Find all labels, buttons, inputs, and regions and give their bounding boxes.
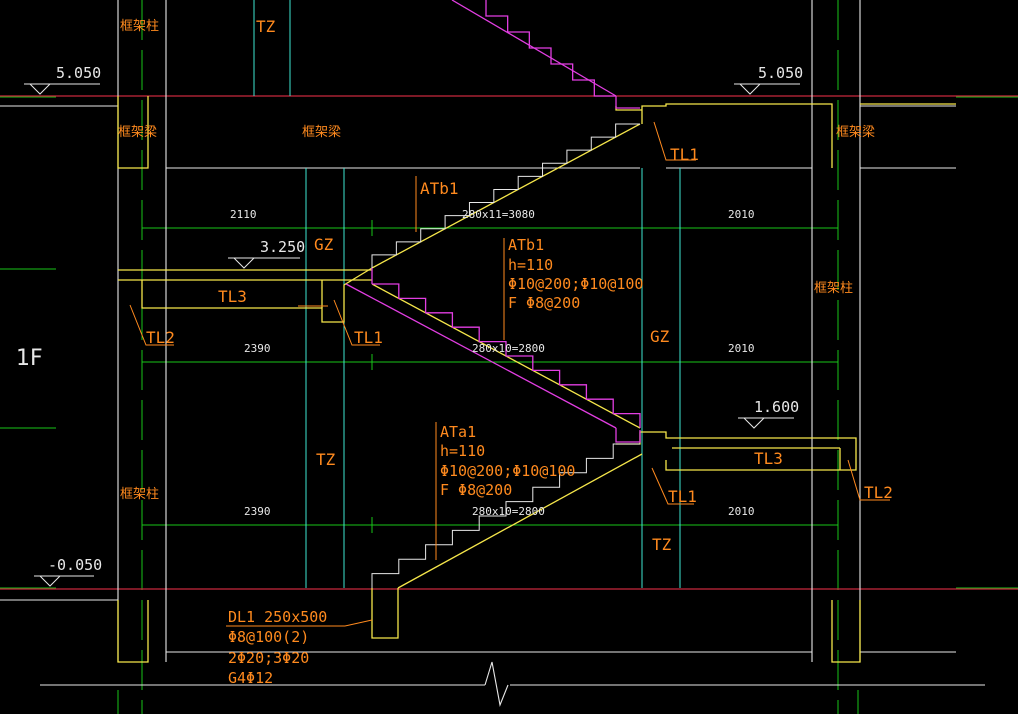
dl1-line-2: Φ8@100(2) — [228, 628, 309, 646]
elevation-landing-mid: 3.250 — [260, 238, 305, 256]
leader-lines — [129, 121, 890, 627]
dim-middle-right: 2010 — [728, 342, 755, 355]
label-atb1-tag: ATb1 — [420, 179, 459, 198]
dim-lower-right: 2010 — [728, 505, 755, 518]
floor-label: 1F — [16, 346, 43, 371]
dim-upper-right: 2010 — [728, 208, 755, 221]
label-tl2-right: TL2 — [864, 483, 893, 502]
label-kz-left-low: 框架柱 — [120, 487, 159, 502]
dl1-line-4: G4Φ12 — [228, 669, 273, 687]
dl1-line-1: DL1 250x500 — [228, 608, 327, 626]
label-tz-low: TZ — [652, 535, 672, 554]
ata1-note: ATa1 h=110 Φ10@200;Φ10@100 F Φ8@200 — [440, 423, 575, 499]
dim-middle-mid: 280x10=2800 — [472, 342, 545, 355]
yellow-members — [117, 96, 956, 663]
cyan-posts — [253, 0, 681, 588]
atb1-line-2: h=110 — [508, 256, 553, 274]
label-tz-mid: TZ — [316, 450, 336, 469]
label-tl3-left: TL3 — [218, 287, 247, 306]
atb1-line-3: Φ10@200;Φ10@100 — [508, 275, 643, 293]
elevation-landing-low: 1.600 — [754, 398, 799, 416]
ata1-line-2: h=110 — [440, 442, 485, 460]
label-kz-right: 框架柱 — [814, 281, 853, 296]
elevation-base: -0.050 — [48, 556, 102, 574]
atb1-line-4: F Φ8@200 — [508, 294, 580, 312]
atb1-line-1: ATb1 — [508, 236, 544, 254]
label-kl-center: 框架梁 — [302, 125, 341, 140]
elevation-top-left: 5.050 — [56, 64, 101, 82]
dim-upper-mid: 280x11=3080 — [462, 208, 535, 221]
ata1-line-1: ATa1 — [440, 423, 476, 441]
dim-lower-left: 2390 — [244, 505, 271, 518]
label-kl-left: 框架梁 — [118, 125, 157, 140]
elevation-markers — [24, 83, 800, 587]
dl1-note: DL1 250x500 Φ8@100(2) 2Φ20;3Φ20 G4Φ12 — [228, 608, 327, 687]
text-layer: 1F 5.050 5.050 3.250 1.600 -0.050 2110 2… — [16, 17, 893, 687]
ata1-line-4: F Φ8@200 — [440, 481, 512, 499]
label-kz-top: 框架柱 — [120, 19, 159, 34]
label-tl1-low: TL1 — [668, 487, 697, 506]
label-gz-right: GZ — [650, 327, 670, 346]
atb1-note: ATb1 h=110 Φ10@200;Φ10@100 F Φ8@200 — [508, 236, 643, 312]
label-tl1-mid: TL1 — [354, 328, 383, 347]
dl1-line-3: 2Φ20;3Φ20 — [228, 649, 309, 667]
dim-middle-left: 2390 — [244, 342, 271, 355]
label-tl2-left: TL2 — [146, 328, 175, 347]
label-kl-right: 框架梁 — [836, 125, 875, 140]
label-tl3-right: TL3 — [754, 449, 783, 468]
magenta-stairs — [345, 0, 641, 443]
ata1-line-3: Φ10@200;Φ10@100 — [440, 462, 575, 480]
label-gz-left: GZ — [314, 235, 334, 254]
stair-steps — [371, 123, 640, 588]
dim-upper-left: 2110 — [230, 208, 257, 221]
elevation-top-right: 5.050 — [758, 64, 803, 82]
label-tz-top: TZ — [256, 17, 276, 36]
label-tl1-top: TL1 — [670, 145, 699, 164]
red-level-lines — [0, 95, 1018, 590]
dim-lower-mid: 280x10=2800 — [472, 505, 545, 518]
